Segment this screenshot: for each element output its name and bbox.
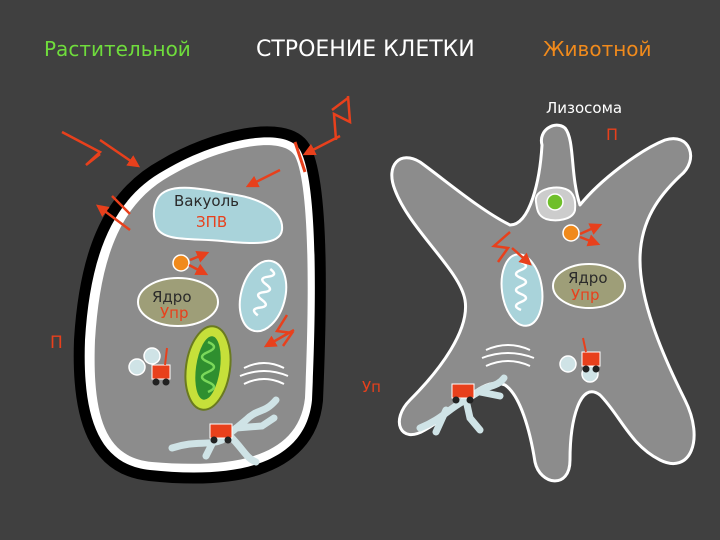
lysosome-function: П — [606, 125, 618, 144]
plant-nucleus-label: Ядро — [152, 288, 192, 306]
animal-title: Животной — [543, 37, 652, 61]
plant-ribosome-tractor — [151, 347, 171, 386]
plant-cell: Вакуоль ЗПВ Ядро Упр — [50, 95, 381, 484]
chloroplast — [184, 325, 232, 411]
plant-nucleus — [137, 277, 219, 327]
plant-centriole-b — [143, 347, 161, 365]
plant-er-label: Уп — [362, 378, 381, 396]
animal-cell: Лизосома П Ядро Упр — [390, 99, 696, 483]
plant-mitochondrion — [238, 259, 288, 333]
plant-vesicle — [172, 254, 190, 272]
vacuole-function: ЗПВ — [196, 213, 227, 231]
animal-nucleus — [552, 263, 626, 309]
vacuole — [152, 186, 284, 245]
animal-centriole-a — [559, 355, 577, 373]
animal-golgi — [481, 344, 535, 367]
animal-nucleus-function: Упр — [571, 286, 599, 304]
animal-nucleus-label: Ядро — [568, 269, 608, 287]
vacuole-label: Вакуоль — [174, 192, 239, 210]
plant-endoplasmic-reticulum — [168, 396, 280, 466]
main-title: СТРОЕНИЕ КЛЕТКИ — [256, 37, 475, 62]
animal-vesicle — [562, 224, 580, 242]
plant-centriole-a — [128, 358, 146, 376]
plant-title: Растительной — [44, 37, 191, 61]
plant-nucleus-function: Упр — [160, 304, 188, 322]
animal-ribosome-tractor — [581, 337, 601, 373]
lysosome — [534, 186, 577, 222]
plant-golgi — [239, 362, 289, 385]
animal-endoplasmic-reticulum — [416, 374, 508, 436]
lysosome-label: Лизосома — [546, 99, 622, 117]
plant-membrane-label: П — [50, 333, 63, 353]
animal-mitochondrion — [500, 253, 544, 327]
animal-arrows — [491, 223, 603, 266]
plant-arrows — [61, 95, 352, 348]
